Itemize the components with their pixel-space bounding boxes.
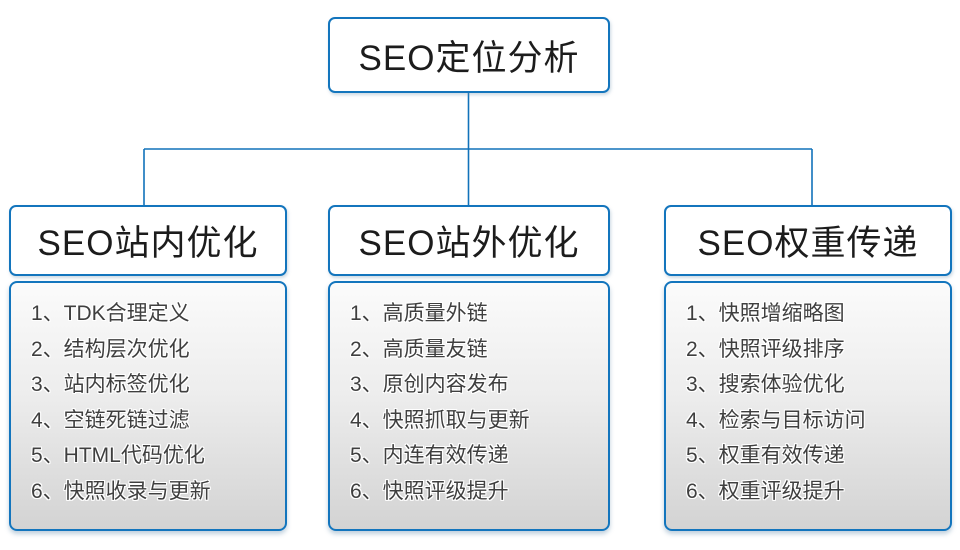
list-item: 5、HTML代码优化 — [31, 444, 205, 467]
root-node: SEO定位分析 — [328, 17, 610, 93]
list-item: 2、高质量友链 — [350, 337, 488, 361]
root-title: SEO定位分析 — [358, 38, 580, 78]
list-item: 3、原创内容发布 — [350, 373, 509, 396]
branch-node-weight-transfer: SEO权重传递 — [664, 205, 952, 276]
list-item: 1、高质量外链 — [350, 302, 488, 325]
branch-node-offsite-seo: SEO站外优化 — [328, 205, 610, 276]
list-item: 2、快照评级排序 — [686, 337, 845, 361]
branch-title-offsite: SEO站外优化 — [358, 224, 580, 263]
list-item: 4、快照抓取与更新 — [350, 408, 530, 432]
branch-title-onsite: SEO站内优化 — [37, 224, 259, 263]
list-item: 5、内连有效传递 — [350, 444, 509, 467]
list-item: 3、搜索体验优化 — [686, 373, 845, 396]
branch-title-weight: SEO权重传递 — [697, 224, 919, 263]
list-item: 6、快照收录与更新 — [31, 479, 211, 503]
weight-transfer-list-panel: 1、快照增缩略图 2、快照评级排序 3、搜索体验优化 4、检索与目标访问 5、权… — [664, 281, 952, 531]
list-item: 2、结构层次优化 — [31, 337, 190, 361]
list-item: 4、空链死链过滤 — [31, 408, 190, 432]
offsite-seo-list-panel: 1、高质量外链 2、高质量友链 3、原创内容发布 4、快照抓取与更新 5、内连有… — [328, 281, 610, 531]
list-item: 4、检索与目标访问 — [686, 408, 866, 432]
list-item: 3、站内标签优化 — [31, 373, 190, 396]
list-item: 1、TDK合理定义 — [31, 302, 190, 325]
list-item: 6、快照评级提升 — [350, 479, 509, 503]
list-item: 1、快照增缩略图 — [686, 302, 845, 325]
onsite-seo-list-panel: 1、TDK合理定义 2、结构层次优化 3、站内标签优化 4、空链死链过滤 5、H… — [9, 281, 287, 531]
list-item: 5、权重有效传递 — [686, 444, 845, 467]
list-item: 6、权重评级提升 — [686, 479, 845, 503]
branch-node-onsite-seo: SEO站内优化 — [9, 205, 287, 276]
